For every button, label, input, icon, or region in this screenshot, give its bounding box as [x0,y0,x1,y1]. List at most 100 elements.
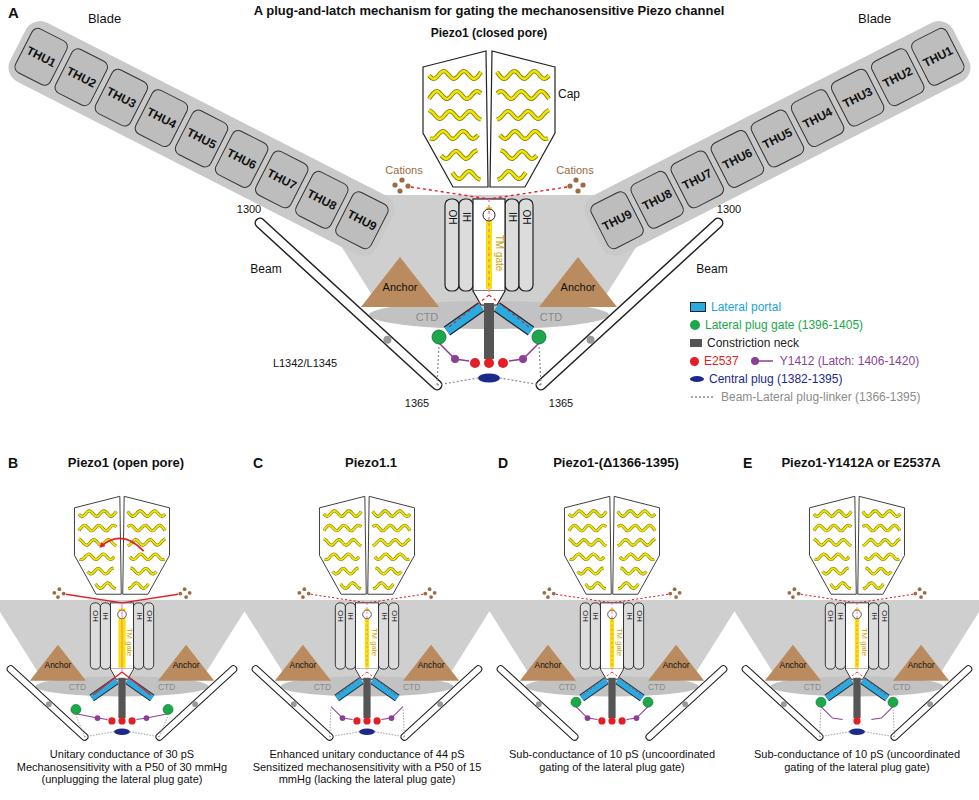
latch-y1412 [451,355,459,363]
lateral-plug-gate [816,697,826,707]
figure-label: IH [506,212,518,222]
cation-route [611,603,612,672]
thu-label: THU9 [600,207,634,234]
cap-outline [423,51,488,187]
e2537-residue [373,717,380,724]
lateral-portal-outline [373,681,397,698]
protein-ribbon [863,539,900,546]
lateral-portal [373,681,397,698]
pore-helix [519,199,533,291]
protein-ribbon [620,568,646,574]
pore-helix [835,603,845,669]
cap-outline [564,496,611,594]
membrane-body [727,600,979,678]
protein-ribbon [130,554,165,560]
protein-ribbon [79,511,116,517]
legend-text: Lateral plug gate (1396-1405) [705,318,863,332]
protein-ribbon [80,554,115,560]
figure-label: Piezo1 (open pore) [68,456,184,471]
figure-label: Anchor [908,661,935,671]
lateral-plug-gate [163,704,173,714]
lateral-portal [337,681,361,698]
protein-ribbon [429,91,481,99]
panel-caption: Unitary conductance of 30 pS Mechanosens… [3,748,241,786]
cation [797,592,801,596]
protein-ribbon [497,110,549,120]
cation-route [612,672,641,695]
figure-label: CTD [648,683,665,693]
anchor-triangle [893,645,949,681]
lateral-portal-outline [497,307,531,331]
piezo-channel [260,51,718,385]
cation-route [583,672,612,695]
plug-linker [76,715,85,737]
protein-ribbon [128,511,165,517]
figure-label: OH [520,210,532,225]
protein-ribbon [618,583,638,589]
e2537-residue [118,717,125,724]
figure-label: Cations [385,164,422,177]
cap-outline [613,496,660,594]
legend-text: Lateral portal [711,300,781,314]
pore-helix [825,603,835,669]
beam [746,669,820,737]
cap-half [74,496,121,594]
cap-half [564,496,611,594]
protein-ribbon [88,568,114,574]
panel-caption: Sub-conductance of 10 pS (uncoordinated … [738,748,976,773]
thu-label: THU8 [640,186,674,213]
protein-ribbon [373,583,393,589]
protein-ribbon [814,511,851,517]
thu-label: THU8 [305,186,339,213]
blade-heading: Blade [858,11,891,26]
protein-ribbon [863,511,900,517]
membrane-body [482,600,741,678]
l1342-dot [437,701,443,707]
pore-helix [134,603,144,669]
e2537-residue [128,717,135,724]
protein-ribbon [570,554,605,560]
figure-label: Beam [250,263,281,277]
figure-label: OH [446,210,458,225]
cation [301,595,305,599]
legend-entry: E2537 [690,354,739,368]
figure-label: OH [336,610,345,622]
latch-symbol-head [751,357,759,365]
plug-linker [865,732,895,737]
protein-ribbon [375,554,410,560]
protein-ribbon [373,539,410,546]
protein-ribbon [324,525,361,531]
plug-linker [893,708,894,737]
cation [918,587,922,591]
pore-helix [445,199,459,291]
figure-label: CTD [158,683,175,693]
lateral-plug-gate [888,697,898,707]
cation-route [122,594,178,603]
cation [673,587,677,591]
protein-ribbon [863,511,900,517]
protein-ribbon [130,568,156,574]
protein-ribbon [500,131,548,139]
figure-label: Piezo1 (closed pore) [431,27,548,41]
cation [913,592,917,596]
protein-ribbon [80,554,115,560]
l1342-dot [682,701,688,707]
plug-linker [500,378,541,385]
figure-label: CTD [416,311,439,324]
legend-swatch [690,376,704,382]
plug-linker [820,708,821,737]
protein-ribbon [79,511,116,517]
cap-outline [123,496,170,594]
rotation-arrow [100,538,143,551]
piezo-channel [482,496,741,736]
anchor-triangle [403,645,459,681]
lateral-portal-outline [92,681,116,698]
figure-label: IH [836,612,845,620]
protein-ribbon [814,539,851,546]
cation-route [489,295,529,327]
figure-label: OH [91,610,100,622]
figure-label: Piezo1-Y1412A or E2537A [781,456,940,471]
beam-outline [894,669,968,737]
cation [405,183,410,188]
legend-swatch [690,320,700,330]
